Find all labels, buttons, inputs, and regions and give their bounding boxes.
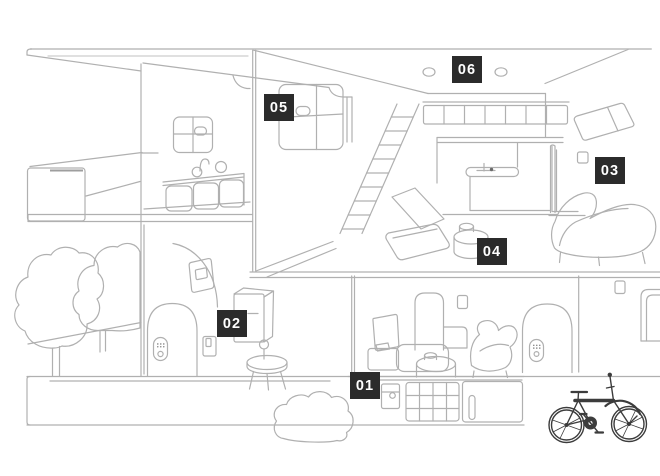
highback-chair xyxy=(395,292,468,373)
wall-switch-right xyxy=(614,280,626,295)
balcony-box xyxy=(26,167,86,222)
wall-switch-attic xyxy=(576,151,589,164)
lounge-bench xyxy=(385,187,450,261)
wall-control-panel xyxy=(188,257,215,293)
round-table xyxy=(415,352,457,378)
stool-with-glass xyxy=(246,339,288,391)
tree-icon xyxy=(14,246,105,377)
kitchenette xyxy=(347,352,525,423)
outdoor-yard xyxy=(14,242,648,444)
bush-icon xyxy=(273,391,354,443)
wall-frame xyxy=(456,294,469,310)
corner-chair xyxy=(640,288,660,342)
thermostat xyxy=(202,335,217,357)
loft-ladder xyxy=(339,103,420,235)
grid-cabinet xyxy=(405,381,460,422)
fence-line xyxy=(27,321,142,345)
kitchen-counter xyxy=(436,136,564,216)
hotspot-badge-06[interactable]: 06 xyxy=(452,56,482,83)
air-conditioner xyxy=(573,102,635,141)
armchair xyxy=(469,320,518,379)
doorbell-icon xyxy=(533,344,541,358)
hotspot-badge-01[interactable]: 01 xyxy=(350,372,380,399)
hotspot-badge-03[interactable]: 03 xyxy=(595,157,625,184)
tv-and-stand xyxy=(367,313,400,371)
ceiling-lights xyxy=(422,67,508,77)
tree-icon xyxy=(72,242,141,353)
entry-hall xyxy=(146,242,288,391)
hotspot-badge-05[interactable]: 05 xyxy=(264,94,294,121)
interior-arch-door xyxy=(521,303,573,374)
bathroom-vanity xyxy=(162,158,245,212)
counter-panel xyxy=(461,380,524,423)
doorbell-icon xyxy=(157,343,165,358)
bathroom xyxy=(143,116,251,212)
hotspot-badge-04[interactable]: 04 xyxy=(477,238,507,265)
attic-sofa xyxy=(550,192,657,267)
bathroom-window xyxy=(172,116,214,154)
living-room xyxy=(367,280,660,379)
attic-room xyxy=(278,67,657,267)
hotspot-badge-02[interactable]: 02 xyxy=(217,310,247,337)
curved-wall xyxy=(172,242,219,308)
loft-shelf xyxy=(422,101,570,125)
small-appliance xyxy=(380,383,401,410)
front-arch-door xyxy=(146,302,198,377)
bicycle xyxy=(548,372,648,444)
